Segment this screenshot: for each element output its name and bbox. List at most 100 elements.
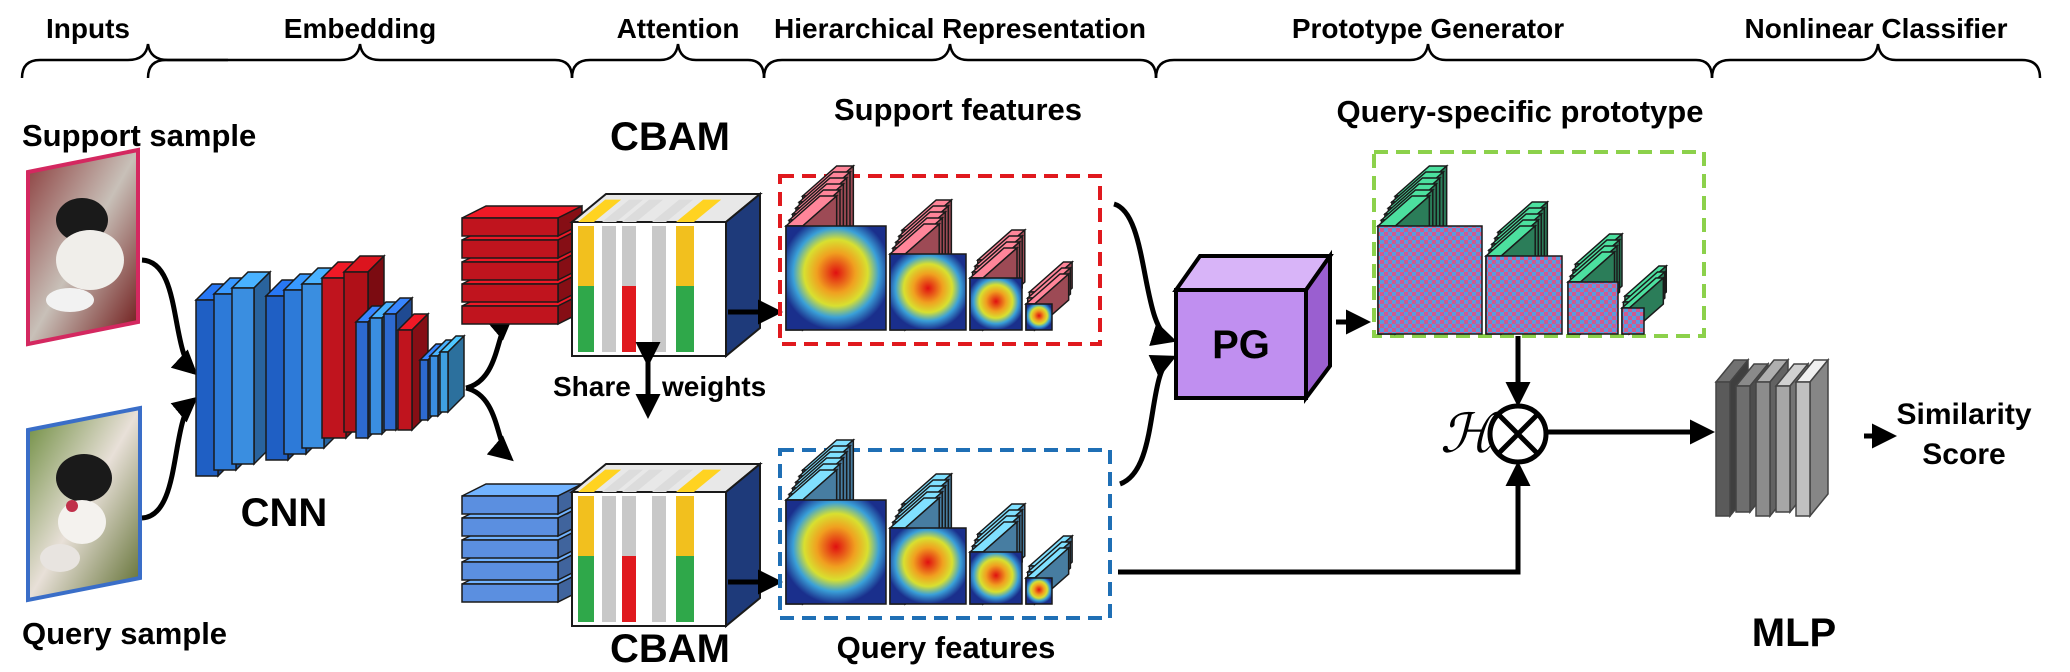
cbam-bar-top — [602, 469, 644, 492]
cbam-bar-top — [622, 469, 664, 492]
prototype-map — [1567, 281, 1619, 335]
cbam-bar-top — [676, 469, 722, 492]
mlp-layer — [1794, 357, 1830, 519]
cbam-channel-bar — [602, 496, 616, 556]
stage-prototype: Prototype Generator — [1292, 13, 1564, 44]
brace-inputs — [20, 43, 228, 79]
cbam-spatial-bar — [622, 556, 636, 622]
query-sample-label: Query sample — [22, 616, 227, 651]
stage-inputs: Inputs — [46, 13, 130, 44]
cbam-spatial-bar — [602, 286, 616, 352]
pg-block — [1172, 249, 1334, 404]
cbam-bar-top — [676, 199, 722, 222]
prototype-map — [1621, 307, 1645, 335]
prototype-bounding-box — [1372, 150, 1706, 338]
cbam-bar-top — [578, 199, 622, 222]
cbam-spatial-bar — [652, 286, 666, 352]
cbam-spatial-bar — [622, 286, 636, 352]
support-embedding-stack — [461, 204, 583, 326]
prototype-map — [1485, 255, 1563, 335]
brace-embedding — [146, 43, 574, 79]
input-arrows — [141, 257, 198, 521]
stage-hierarchical: Hierarchical Representation — [774, 13, 1146, 44]
cbam-channel-bar — [602, 226, 616, 286]
cbam-bar-top — [622, 199, 664, 222]
cbam-support-module — [569, 191, 763, 359]
brace-attention — [570, 43, 766, 79]
pg-label: PG — [1212, 323, 1270, 367]
support-sample-label: Support sample — [22, 118, 256, 153]
cnn-layer — [230, 270, 272, 466]
query-image — [26, 405, 142, 603]
cnn-layer — [438, 334, 466, 414]
cbam-bar-top — [602, 199, 644, 222]
cbam-channel-bar — [676, 226, 694, 286]
cbam-channel-bar — [578, 496, 594, 556]
cbam-channel-bar — [652, 226, 666, 286]
tensor-product-operator — [1487, 403, 1549, 465]
cbam-channel-bar — [622, 496, 636, 556]
arrow-query-to-operator — [1118, 461, 1531, 575]
cnn-backbone — [194, 254, 466, 478]
feature-map — [1025, 577, 1053, 605]
feature-map — [969, 551, 1023, 605]
cbam-bottom-label: CBAM — [610, 627, 730, 671]
cbam-bar-top — [652, 199, 694, 222]
stage-labels: Inputs Embedding Attention Hierarchical … — [46, 13, 2008, 44]
mlp-label: MLP — [1752, 611, 1836, 655]
hadamard-symbol: ℋ — [1440, 402, 1501, 465]
prototype-map — [1377, 225, 1483, 335]
score-label: Score — [1922, 438, 2005, 471]
cbam-channel-bar — [578, 226, 594, 286]
stage-attention: Attention — [617, 13, 740, 44]
feature-map — [889, 253, 967, 331]
cbam-spatial-bar — [676, 556, 694, 622]
prototype-label: Query-specific prototype — [1337, 94, 1704, 129]
feature-map — [1025, 303, 1053, 331]
cbam-spatial-bar — [578, 286, 594, 352]
share-label: Share — [553, 371, 631, 402]
cbam-side-face — [725, 191, 761, 359]
share-weights: Share weights — [553, 342, 766, 419]
brace-hierarchical — [762, 43, 1158, 79]
cbam-bar-top — [652, 469, 694, 492]
cbam-query-module — [569, 461, 763, 629]
weights-label: weights — [661, 371, 766, 402]
query-features-label: Query features — [837, 630, 1056, 665]
split-arrows — [465, 314, 514, 462]
cbam-side-face — [725, 461, 761, 629]
cbam-spatial-bar — [652, 556, 666, 622]
cbam-front-face — [571, 221, 727, 357]
cbam-spatial-bar — [602, 556, 616, 622]
stage-braces — [20, 43, 2042, 79]
feature-map — [785, 499, 887, 605]
cbam-spatial-bar — [578, 556, 594, 622]
cbam-bar-top — [578, 469, 622, 492]
support-image — [26, 147, 140, 347]
stage-embedding: Embedding — [284, 13, 436, 44]
similarity-label: Similarity — [1896, 398, 2031, 431]
feature-to-pg-arrows — [1112, 201, 1177, 487]
cbam-channel-bar — [676, 496, 694, 556]
feature-map — [889, 527, 967, 605]
feature-map — [969, 277, 1023, 331]
cbam-front-face — [571, 491, 727, 627]
brace-prototype — [1154, 43, 1714, 79]
support-features — [778, 164, 1102, 346]
support-features-label: Support features — [834, 92, 1082, 127]
embedding-slab — [461, 204, 583, 238]
brace-classifier — [1710, 43, 2042, 79]
cbam-channel-bar — [622, 226, 636, 286]
cbam-channel-bar — [652, 496, 666, 556]
cbam-spatial-bar — [676, 286, 694, 352]
query-specific-prototype — [1372, 150, 1706, 338]
cbam-top-label: CBAM — [610, 115, 730, 159]
mlp-block — [1714, 357, 1830, 519]
query-embedding-stack — [461, 482, 583, 604]
feature-map — [785, 225, 887, 331]
stage-classifier: Nonlinear Classifier — [1745, 13, 2008, 44]
embedding-slab — [461, 482, 583, 516]
cnn-label: CNN — [241, 491, 328, 535]
query-features — [778, 438, 1112, 620]
